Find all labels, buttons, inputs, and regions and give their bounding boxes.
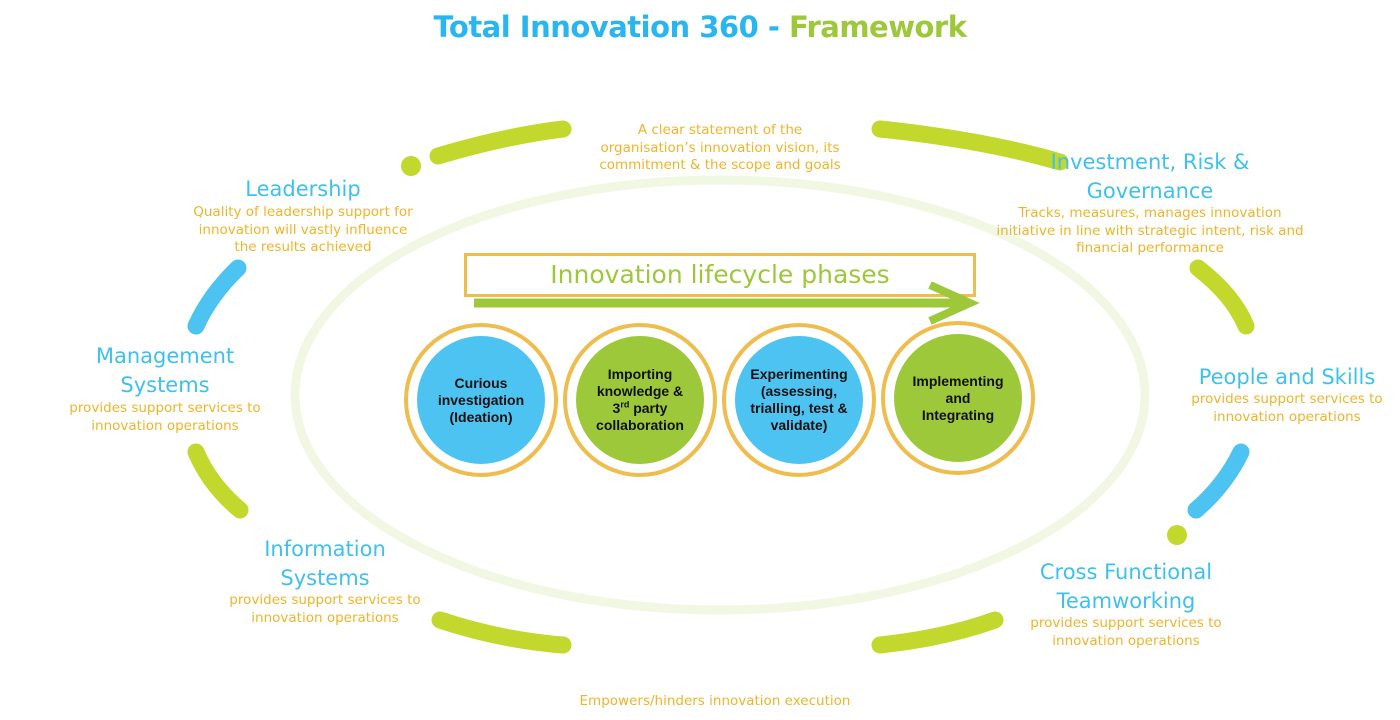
cross-functional-description: provides support services to innovation … (1030, 615, 1222, 649)
phase-experimenting-label: Experimenting(assessing,trialling, test … (750, 366, 848, 433)
ring-dot-top-left (401, 156, 421, 176)
ring-segment-bottom-right (871, 611, 1004, 654)
ring-segment-upper-left (187, 259, 247, 335)
investment-description: Tracks, measures, manages innovation ini… (996, 205, 1304, 256)
lifecycle-arrow-icon (474, 282, 980, 325)
leadership-heading: Leadership (245, 177, 361, 201)
people-description: provides support services to innovation … (1191, 391, 1383, 425)
information-description: provides support services to innovation … (229, 592, 421, 626)
ring-segment-top-right (871, 120, 1069, 171)
footer-text: Empowers/hinders innovation execution (579, 693, 851, 709)
phase-experimenting-circle: Experimenting(assessing,trialling, test … (735, 336, 863, 464)
management-description: provides support services to innovation … (69, 400, 261, 434)
title-part-1: Total Innovation 360 - (433, 10, 789, 44)
information-heading: Information Systems (264, 537, 386, 590)
ring-dot-lower-right (1167, 525, 1187, 545)
ring-segment-lower-left (187, 443, 249, 519)
leadership-description: Quality of leadership support for innova… (193, 204, 413, 255)
ring-segment-top-left (429, 120, 572, 165)
people-heading: People and Skills (1198, 365, 1376, 389)
ring-segment-bottom-left (431, 611, 572, 654)
vision-description: A clear statement of the organisation’s … (599, 122, 841, 173)
cross-functional-heading: Cross Functional Teamworking (1039, 560, 1213, 613)
ring-segment-lower-right (1187, 443, 1250, 519)
ring-segment-upper-right (1189, 259, 1255, 335)
management-heading: Management Systems (95, 344, 235, 397)
lifecycle-phases-label: Innovation lifecycle phases (550, 260, 890, 289)
phase-experimenting: Experimenting(assessing,trialling, test … (722, 323, 876, 477)
investment-heading: Investment, Risk & Governance (1050, 150, 1250, 203)
diagram-title: Total Innovation 360 - Framework (0, 10, 1400, 44)
lifecycle-phases-box: Innovation lifecycle phases (464, 253, 976, 297)
title-part-2: Framework (789, 10, 967, 44)
inner-faint-ring (290, 175, 1150, 615)
